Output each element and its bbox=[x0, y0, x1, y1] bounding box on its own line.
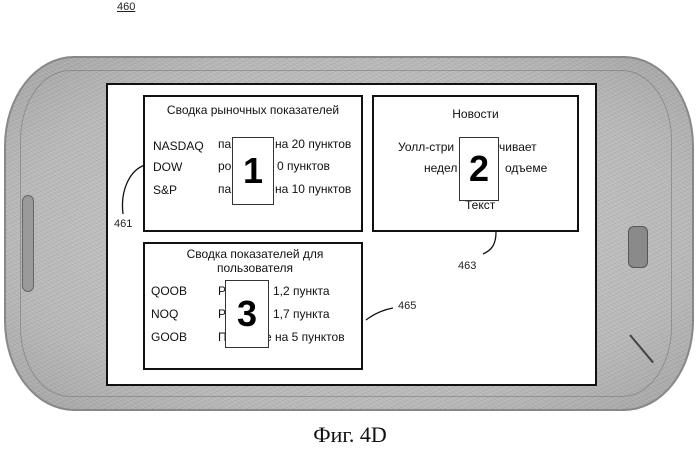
leader-line-465 bbox=[366, 308, 393, 320]
reference-label-465: 465 bbox=[398, 300, 416, 312]
reference-label-461: 461 bbox=[114, 218, 132, 230]
leader-line-461 bbox=[122, 165, 145, 214]
figure-caption: Фиг. 4D bbox=[0, 422, 700, 448]
reference-label-463: 463 bbox=[458, 260, 476, 272]
leader-line-463 bbox=[483, 232, 496, 254]
